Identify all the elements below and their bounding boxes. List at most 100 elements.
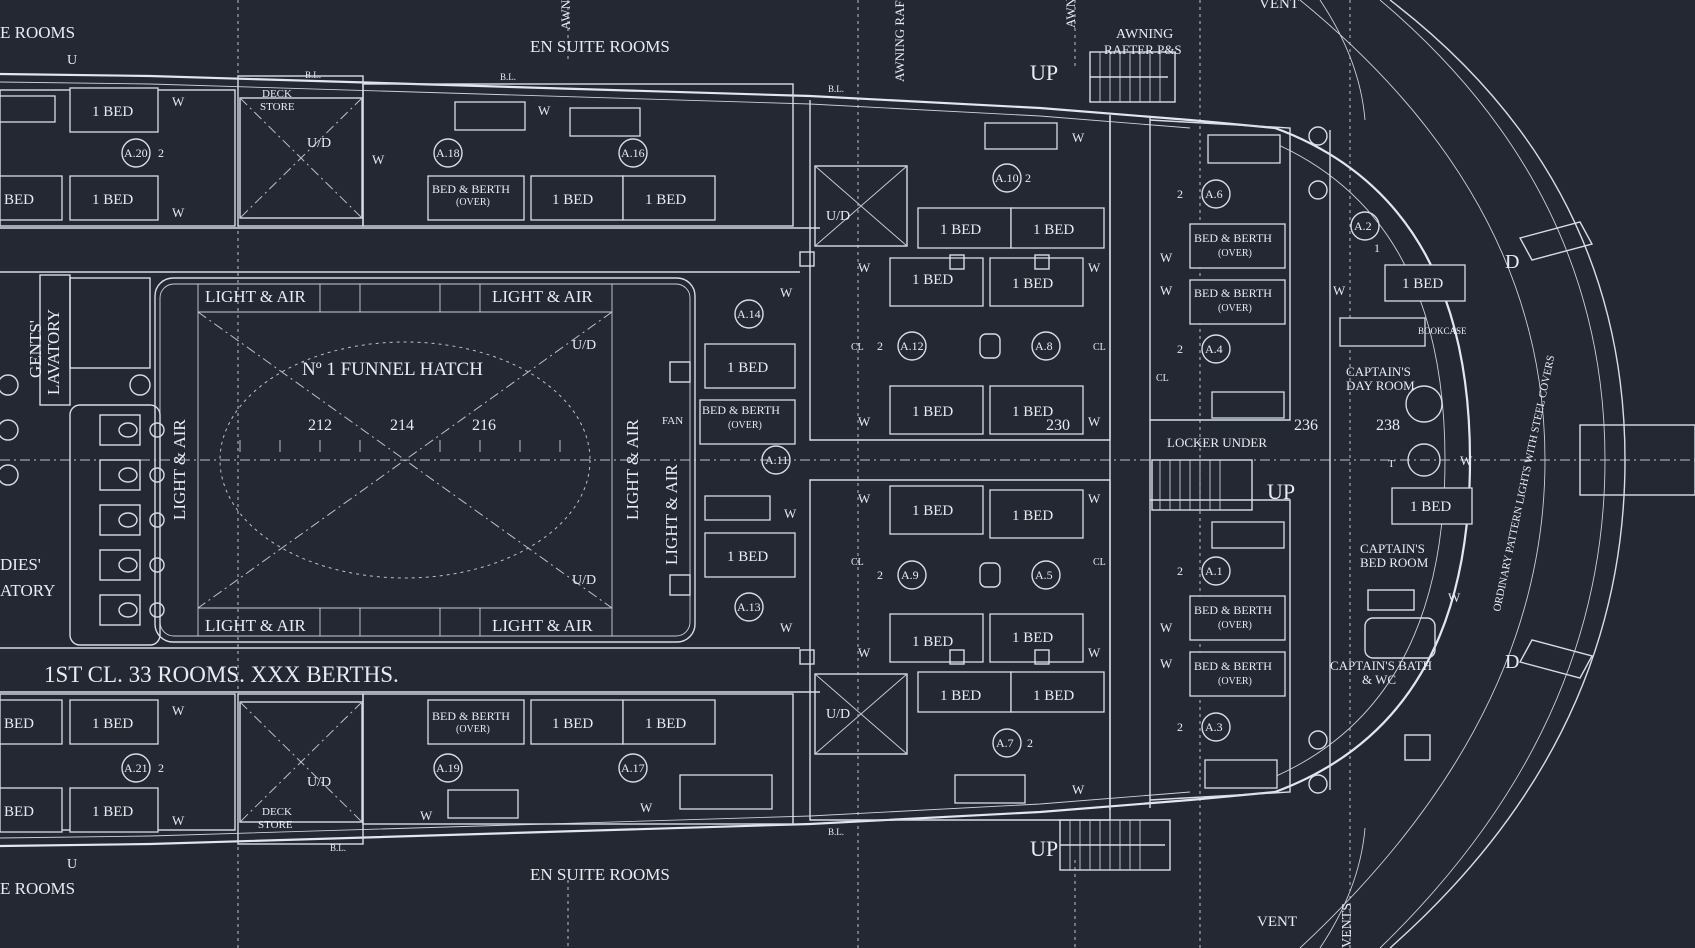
label-vent-bottom: VENT <box>1257 914 1297 930</box>
room-a9: A.9 <box>901 568 919 582</box>
label-deck-store-bottom-2: STORE <box>258 819 293 831</box>
label-berth-2-over: (OVER) <box>456 724 490 735</box>
room-a8: A.8 <box>1035 339 1053 353</box>
marker-w-14: W <box>780 285 793 300</box>
room-a20: A.20 <box>124 146 148 160</box>
label-up-bottom: UP <box>1030 836 1058 861</box>
marker-cl-1: CL <box>851 342 864 353</box>
marker-w-8: W <box>858 414 871 429</box>
berth-count-a12: 2 <box>877 339 883 353</box>
marker-w-25: W <box>172 813 185 828</box>
label-berth-1: BED & BERTH <box>432 182 510 196</box>
room-a4: A.4 <box>1205 342 1223 356</box>
label-first-class: 1ST CL. 33 ROOMS. XXX BERTHS. <box>44 662 399 687</box>
room-a12: A.12 <box>900 339 924 353</box>
label-up-top: UP <box>1030 60 1058 85</box>
label-light-air-1: LIGHT & AIR <box>205 287 306 306</box>
label-bed-3: 1 BED <box>92 192 133 208</box>
label-berth-6: BED & BERTH <box>1194 603 1272 617</box>
label-berth-1-over: (OVER) <box>456 197 490 208</box>
label-bed-2: BED <box>4 192 34 208</box>
label-frame-236: 236 <box>1294 417 1318 434</box>
label-d-bottom: D <box>1505 651 1519 673</box>
label-bl-5: B.L. <box>330 843 346 853</box>
room-a7: A.7 <box>996 736 1014 750</box>
label-fan: FAN <box>662 415 683 427</box>
label-bed-13: 1 BED <box>727 549 768 565</box>
label-captains-bath-1: CAPTAIN'S BATH <box>1330 658 1432 673</box>
label-light-air-5: LIGHT & AIR <box>170 419 189 520</box>
label-vent-top: VENT <box>1259 0 1299 12</box>
marker-w-24: W <box>172 703 185 718</box>
label-ladies-2: ATORY <box>0 581 55 600</box>
berth-count-a21: 2 <box>158 761 164 775</box>
label-bookcase: BOOKCASE <box>1418 326 1467 336</box>
marker-t: T <box>1388 458 1395 470</box>
marker-w-9: W <box>1088 414 1101 429</box>
label-light-air-3: LIGHT & AIR <box>205 616 306 635</box>
marker-w-6: W <box>858 260 871 275</box>
label-light-air-6: LIGHT & AIR <box>623 419 642 520</box>
label-awning-vert-2: AWNING RAFTER <box>1063 0 1078 28</box>
label-funnel-hatch: Nº 1 FUNNEL HATCH <box>302 359 483 380</box>
berth-count-a7: 2 <box>1027 736 1033 750</box>
label-ladies-1: DIES' <box>0 555 41 574</box>
marker-w-1: W <box>172 94 185 109</box>
marker-w-26: W <box>420 808 433 823</box>
label-bed-20: 1 BED <box>912 503 953 519</box>
marker-w-16: W <box>780 620 793 635</box>
fixtures <box>669 126 1443 794</box>
structure-walls <box>0 75 1331 845</box>
label-frame-212: 212 <box>308 417 332 434</box>
berth-count-a2: 1 <box>1374 241 1380 255</box>
marker-w-21: W <box>1333 283 1346 298</box>
label-berth-5-over: (OVER) <box>1218 303 1252 314</box>
label-bl-3: B.L. <box>828 84 844 94</box>
berth-count-a3: 2 <box>1177 720 1183 734</box>
label-frame-214: 214 <box>390 417 414 434</box>
label-berth-3: BED & BERTH <box>702 403 780 417</box>
marker-w-7: W <box>1088 260 1101 275</box>
marker-w-10: W <box>858 491 871 506</box>
label-ud-3: U/D <box>826 209 850 224</box>
label-u-bottom: U <box>67 857 77 872</box>
label-bed-8: BED <box>4 804 34 820</box>
label-rooms-top-left: E ROOMS <box>0 23 75 42</box>
label-bed-19: 1 BED <box>1012 404 1053 420</box>
label-up-center: UP <box>1267 479 1295 504</box>
label-frame-230: 230 <box>1046 417 1070 434</box>
label-bed-24: 1 BED <box>940 688 981 704</box>
room-a5: A.5 <box>1035 568 1053 582</box>
label-berth-4-over: (OVER) <box>1218 248 1252 259</box>
stair-top <box>1089 51 1176 103</box>
label-bed-17: 1 BED <box>1012 276 1053 292</box>
label-berth-3-over: (OVER) <box>728 420 762 431</box>
label-portlights: ORDINARY PATTERN LIGHTS WITH STEEL COVER… <box>1491 354 1557 612</box>
marker-w-3: W <box>372 152 385 167</box>
stair-bottom <box>1059 819 1171 871</box>
label-bed-5: 1 BED <box>645 192 686 208</box>
room-a14: A.14 <box>737 307 761 321</box>
label-bed-26: 1 BED <box>1402 276 1443 292</box>
room-a17: A.17 <box>621 761 645 775</box>
label-vents: VENTS <box>1340 903 1355 948</box>
label-ud-4: U/D <box>826 707 850 722</box>
berth-count-a6: 2 <box>1177 187 1183 201</box>
berth-count-a20: 2 <box>158 146 164 160</box>
label-bed-7: 1 BED <box>92 716 133 732</box>
settees <box>0 95 1426 819</box>
marker-w-19: W <box>1160 620 1173 635</box>
marker-w-13: W <box>1088 645 1101 660</box>
label-captains-bath-2: & WC <box>1362 672 1396 687</box>
label-berth-7-over: (OVER) <box>1218 676 1252 687</box>
label-bed-11: 1 BED <box>645 716 686 732</box>
label-gents-2: LAVATORY <box>44 309 63 395</box>
bed-frames <box>0 87 1473 833</box>
label-bed-22: 1 BED <box>912 634 953 650</box>
label-bed-1: 1 BED <box>92 104 133 120</box>
label-rafter-ps: RAFTER P&S <box>1104 42 1182 57</box>
label-light-air-7: LIGHT & AIR <box>662 464 681 565</box>
label-bl-2: B.L. <box>500 72 516 82</box>
marker-w-17: W <box>1160 250 1173 265</box>
marker-w-11: W <box>1088 491 1101 506</box>
